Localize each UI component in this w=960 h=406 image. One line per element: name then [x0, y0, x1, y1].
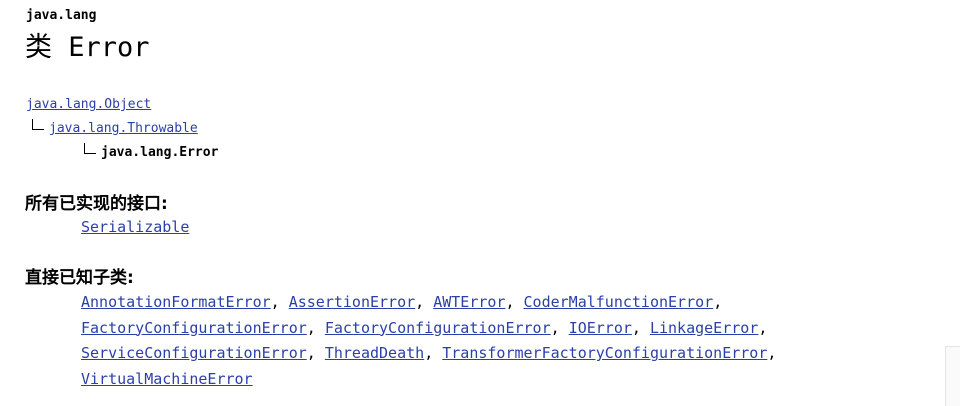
subclass-link[interactable]: AWTError: [433, 293, 506, 311]
tree-elbow-icon: [84, 143, 96, 154]
subclass-link[interactable]: FactoryConfigurationError: [81, 318, 307, 337]
subclass-link[interactable]: LinkageError: [649, 318, 759, 337]
tree-node-error: java.lang.Error: [26, 141, 218, 165]
subclass-link[interactable]: AssertionError: [288, 293, 416, 311]
scrollbar-corner: [945, 346, 960, 406]
subclass-link[interactable]: FactoryConfigurationError: [324, 318, 551, 337]
list-separator: ,: [758, 318, 768, 337]
subclass-link[interactable]: ThreadDeath: [324, 344, 425, 362]
inheritance-tree: java.lang.Object java.lang.Throwable jav…: [26, 93, 218, 165]
subclass-link[interactable]: AnnotationFormatError: [81, 293, 271, 311]
object-link[interactable]: java.lang.Object: [26, 97, 152, 112]
list-separator: ,: [415, 293, 434, 311]
subclass-link[interactable]: ServiceConfigurationError: [81, 344, 307, 362]
list-separator: ,: [505, 293, 524, 311]
subclass-link[interactable]: IOError: [568, 318, 632, 337]
tree-node-object: java.lang.Object: [26, 93, 218, 117]
page-title: 类 Error: [25, 32, 150, 63]
subclass-link[interactable]: CoderMalfunctionError: [523, 293, 714, 311]
list-separator: ,: [270, 293, 289, 311]
list-separator: ,: [306, 318, 325, 337]
implemented-interfaces-label: 所有已实现的接口:: [25, 194, 168, 214]
list-separator: ,: [550, 318, 569, 337]
throwable-link[interactable]: java.lang.Throwable: [49, 121, 198, 136]
subclass-line: ServiceConfigurationError, ThreadDeath, …: [81, 341, 941, 367]
current-class-name: java.lang.Error: [101, 145, 219, 160]
list-separator: ,: [306, 344, 325, 362]
tree-elbow-icon: [32, 119, 44, 130]
known-subclasses-label: 直接已知子类:: [25, 268, 134, 288]
list-separator: ,: [631, 318, 650, 337]
known-subclasses-list: AnnotationFormatError, AssertionError, A…: [81, 290, 941, 392]
subclass-line: VirtualMachineError: [81, 367, 941, 393]
package-name: java.lang: [26, 8, 97, 23]
list-separator: ,: [424, 344, 443, 362]
tree-node-throwable: java.lang.Throwable: [26, 117, 218, 141]
subclass-line: AnnotationFormatError, AssertionError, A…: [81, 290, 941, 316]
interface-link-serializable[interactable]: Serializable: [81, 218, 190, 236]
subclass-line: FactoryConfigurationError, FactoryConfig…: [81, 316, 941, 342]
list-separator: ,: [767, 344, 777, 362]
implemented-interfaces-list: Serializable: [81, 215, 189, 240]
list-separator: ,: [713, 293, 723, 311]
subclass-link[interactable]: VirtualMachineError: [81, 369, 253, 388]
subclass-link[interactable]: TransformerFactoryConfigurationError: [442, 344, 768, 362]
